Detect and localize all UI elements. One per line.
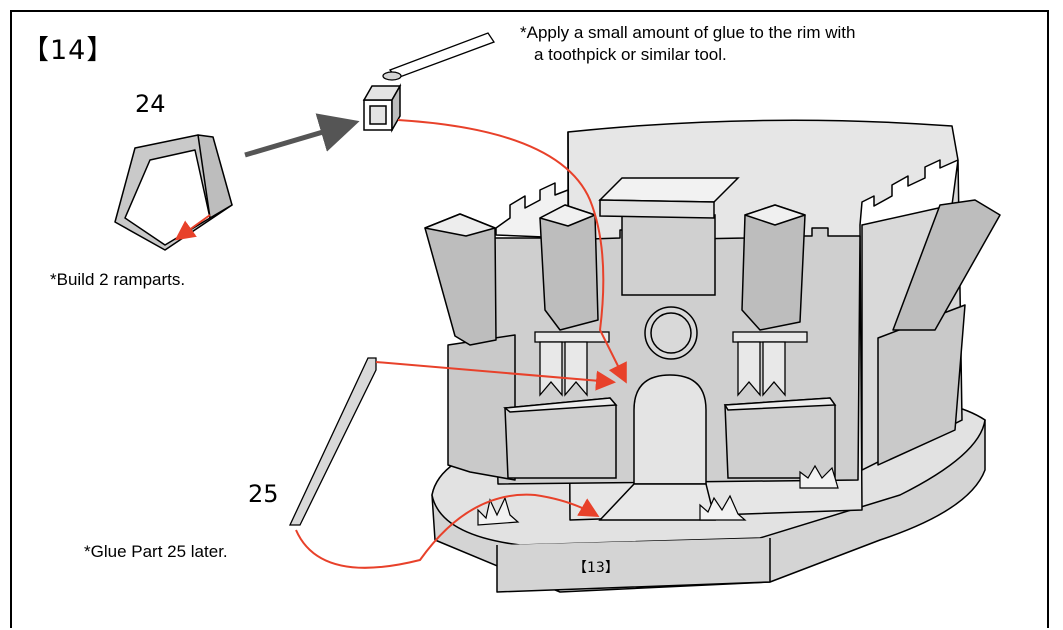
part-24-rampart — [114, 134, 233, 251]
step-title: 【14】 — [22, 35, 115, 66]
small-part-cube — [362, 83, 402, 133]
archway — [598, 374, 716, 521]
toothpick — [382, 32, 495, 81]
part-25-label: 25 — [248, 480, 279, 508]
red-arrows — [174, 119, 627, 569]
gate-tower — [598, 177, 740, 360]
glue-note-line1: *Apply a small amount of glue to the rim… — [520, 23, 856, 42]
direction-arrow — [244, 113, 360, 158]
part-24-label: 24 — [135, 90, 166, 118]
grass-tufts — [477, 464, 839, 526]
diagram-frame — [10, 10, 1049, 628]
base-ref-label: 【13】 — [573, 560, 619, 576]
middle-towers — [539, 204, 806, 331]
right-tower — [877, 199, 1001, 466]
ramparts-note: *Build 2 ramparts. — [50, 270, 186, 289]
glue-note: *Apply a small amount of glue to the rim… — [520, 22, 855, 66]
part-25-stick — [288, 357, 377, 526]
left-tower — [424, 213, 516, 481]
glue-note-line2: a toothpick or similar tool. — [534, 45, 727, 64]
part25-note: *Glue Part 25 later. — [84, 542, 228, 561]
banners — [534, 331, 808, 397]
crates — [503, 397, 837, 479]
